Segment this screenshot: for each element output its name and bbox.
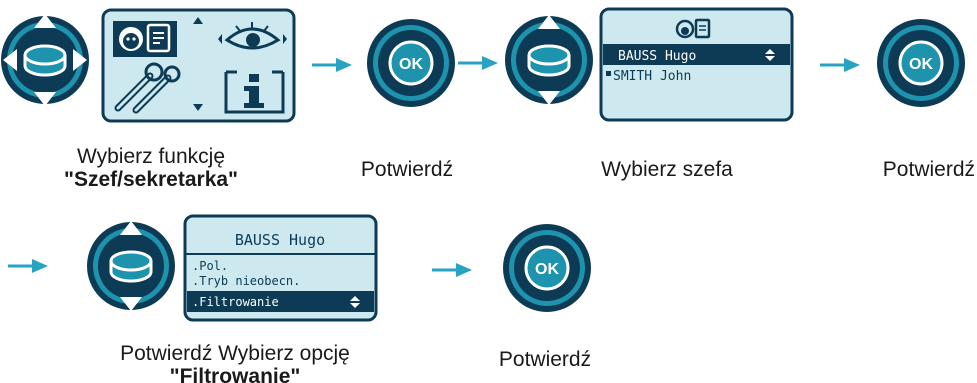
flow-arrow: [8, 259, 48, 273]
screen-header: BAUSS Hugo: [235, 231, 325, 249]
option-item: .Tryb nieobecn.: [192, 274, 300, 288]
selection-highlight: [187, 291, 374, 312]
selection-highlight: [603, 44, 790, 65]
step-caption: Wybierz funkcję: [77, 145, 225, 168]
info-icon: [224, 70, 285, 114]
boss-secretary-icon: [675, 18, 711, 39]
updown-select-icon: [350, 296, 360, 308]
scroll-up-icon: [193, 17, 203, 24]
step-caption-emphasis: "Filtrowanie": [170, 365, 301, 383]
options-screen: BAUSS Hugo .Pol. .Tryb nieobecn. .Filtro…: [183, 214, 378, 322]
flow-arrow: [820, 58, 860, 72]
boss-item: SMITH John: [613, 69, 691, 84]
function-menu-screen: [101, 8, 296, 123]
updown-select-icon: [765, 49, 775, 61]
flow-arrow: [432, 263, 472, 277]
option-item-selected: .Filtrowanie: [192, 295, 279, 309]
tools-icon: [114, 62, 181, 114]
boss-item-selected: BAUSS Hugo: [618, 49, 696, 64]
navigator-updown-icon: [505, 15, 593, 105]
step-caption-emphasis: "Szef/sekretarka": [64, 168, 238, 191]
ok-button-icon: OK: [367, 19, 455, 107]
ok-button-icon: OK: [877, 19, 965, 107]
ok-label: OK: [909, 56, 933, 73]
step-caption: Wybierz szefa: [601, 158, 733, 181]
navigator-updown-icon: [87, 221, 175, 311]
option-item: .Pol.: [192, 259, 228, 273]
ok-label: OK: [399, 56, 423, 73]
flow-arrow: [458, 56, 498, 70]
flow-arrow: [312, 58, 352, 72]
step-caption: Potwierdź Wybierz opcję: [120, 342, 350, 365]
eye-icon: [218, 22, 287, 50]
scroll-down-icon: [193, 104, 203, 111]
boss-select-screen: BAUSS Hugo SMITH John: [599, 7, 794, 122]
navigator-4way-icon: [1, 14, 89, 106]
boss-secretary-icon: [113, 21, 177, 57]
step-caption: Potwierdź: [499, 348, 591, 371]
ok-label: OK: [535, 261, 559, 278]
ok-button-icon: OK: [503, 224, 591, 312]
step-caption: Potwierdź: [883, 158, 975, 181]
bullet-icon: [606, 71, 611, 76]
step-caption: Potwierdź: [361, 158, 453, 181]
